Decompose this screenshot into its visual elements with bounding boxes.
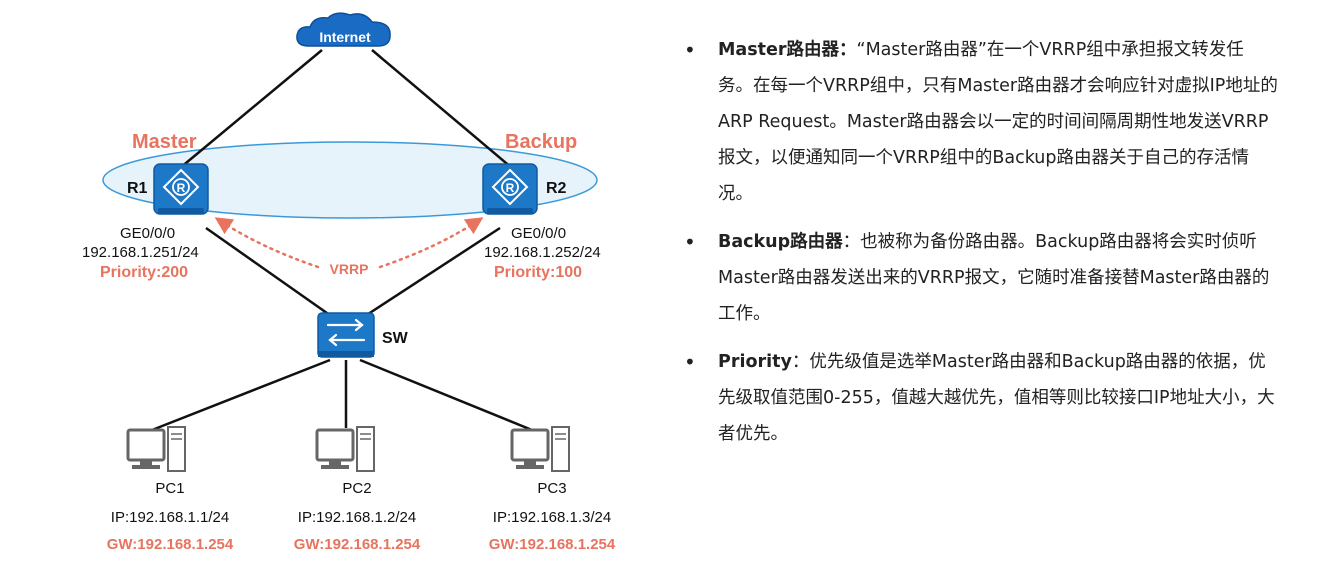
bullet-dot: •	[684, 230, 696, 254]
network-topology-diagram: VRRP Internet R R1 Master GE0/0/0 192.16…	[82, 12, 616, 553]
internet-cloud-icon: Internet	[296, 12, 391, 47]
pc3-icon	[510, 426, 570, 472]
bullet-master: • Master路由器：“Master路由器”在一个VRRP组中承担报文转发任务…	[678, 32, 1278, 212]
bullet-dot: •	[684, 38, 696, 62]
vrrp-arrow-to-r2	[378, 217, 484, 269]
bullet-text: ：优先级值是选举Master路由器和Backup路由器的依据，优先级取值范围0-…	[718, 352, 1275, 444]
link-sw-pc1	[151, 358, 331, 432]
bullet-backup: • Backup路由器：也被称为备份路由器。Backup路由器将会实时侦听Mas…	[678, 224, 1278, 332]
link-r2-sw	[361, 226, 501, 320]
vrrp-label: VRRP	[330, 261, 369, 277]
pc2-icon	[315, 426, 375, 472]
r2-priority: Priority:100	[494, 264, 582, 281]
link-r1-sw	[205, 226, 335, 320]
router-r1-icon: R	[153, 163, 209, 215]
r2-role: Backup	[505, 131, 577, 153]
r2-ip: 192.168.1.252/24	[484, 244, 601, 261]
r1-interface: GE0/0/0	[120, 225, 175, 242]
bullet-text: “Master路由器”在一个VRRP组中承担报文转发任务。在每一个VRRP组中，…	[718, 40, 1278, 204]
bullet-priority: • Priority：优先级值是选举Master路由器和Backup路由器的依据…	[678, 344, 1278, 452]
switch-sw-icon	[317, 312, 375, 358]
pc1-icon	[126, 426, 186, 472]
switch-label: SW	[382, 330, 409, 347]
vrrp-arrows	[214, 217, 484, 269]
r1-name: R1	[127, 180, 148, 197]
pc3-name: PC3	[537, 480, 566, 497]
pc2-ip: IP:192.168.1.2/24	[298, 509, 416, 526]
internet-label: Internet	[319, 29, 371, 45]
bullet-term: Master路由器：	[718, 40, 857, 60]
svg-text:R: R	[177, 181, 186, 195]
link-sw-pc3	[359, 358, 533, 432]
svg-text:R: R	[506, 181, 515, 195]
description-panel: • Master路由器：“Master路由器”在一个VRRP组中承担报文转发任务…	[678, 32, 1278, 464]
pc3-gw: GW:192.168.1.254	[489, 536, 616, 553]
pc1-ip: IP:192.168.1.1/24	[111, 509, 229, 526]
link-internet-r2	[371, 49, 513, 169]
bullet-dot: •	[684, 350, 696, 374]
bullet-text: ：也被称为备份路由器。Backup路由器将会实时侦听Master路由器发送出来的…	[718, 232, 1270, 324]
pc2-gw: GW:192.168.1.254	[294, 536, 421, 553]
r1-ip: 192.168.1.251/24	[82, 244, 199, 261]
vrrp-group-ellipse	[102, 141, 598, 219]
pc3-ip: IP:192.168.1.3/24	[493, 509, 611, 526]
pc2-name: PC2	[342, 480, 371, 497]
pc1-name: PC1	[155, 480, 184, 497]
vrrp-arrow-to-r1	[214, 217, 320, 269]
r1-role: Master	[132, 131, 197, 153]
bullet-term: Backup路由器	[718, 232, 843, 252]
link-internet-r1	[179, 49, 323, 169]
links	[151, 49, 533, 432]
r2-interface: GE0/0/0	[511, 225, 566, 242]
bullet-term: Priority	[718, 352, 792, 372]
r2-name: R2	[546, 180, 567, 197]
router-r2-icon: R	[482, 163, 538, 215]
pc1-gw: GW:192.168.1.254	[107, 536, 234, 553]
r1-priority: Priority:200	[100, 264, 188, 281]
